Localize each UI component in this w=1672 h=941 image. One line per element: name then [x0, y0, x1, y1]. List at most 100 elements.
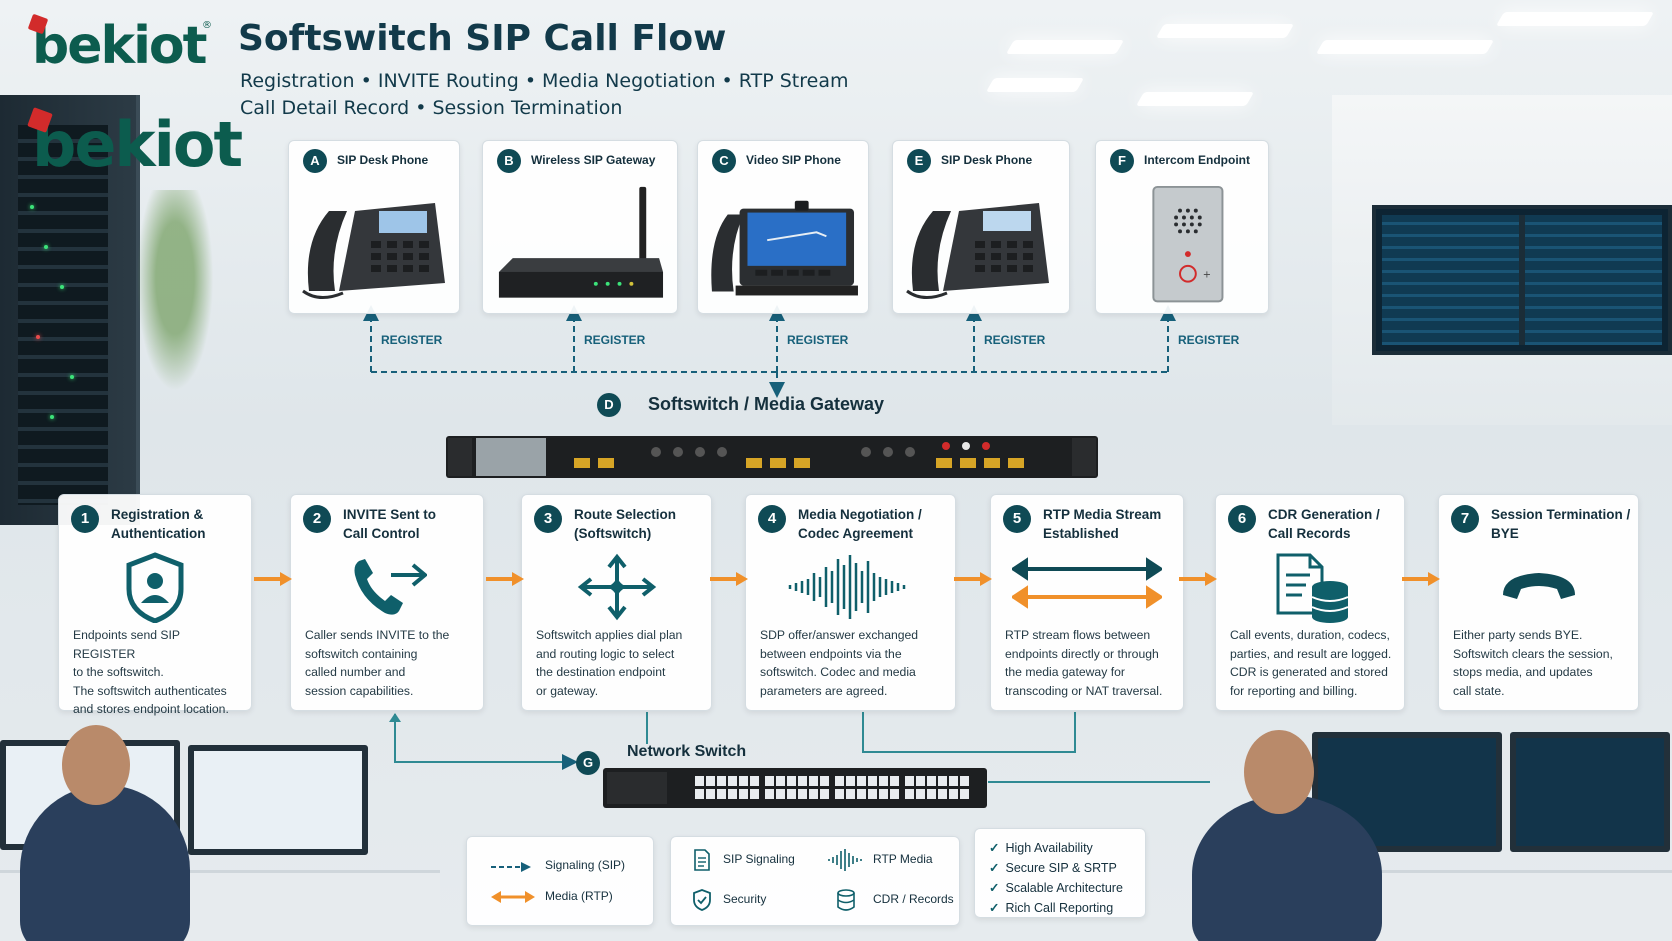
switch-port — [835, 776, 844, 786]
document-database-icon — [1276, 553, 1349, 623]
step-description: Call events, duration, codecs, parties, … — [1230, 628, 1392, 698]
switch-label: Network Switch — [627, 743, 747, 760]
switch-port — [717, 789, 726, 799]
feature-item: ✓High Availability — [989, 841, 1093, 855]
switch-port — [927, 789, 936, 799]
step-card-registration[interactable]: 1 Registration & Authentication Endpoint… — [58, 494, 252, 716]
device-card-intercom-endpoint[interactable]: F Intercom Endpoint + — [1095, 140, 1269, 314]
switch-port — [706, 776, 715, 786]
device-badge: E — [907, 149, 931, 173]
step-card-media-negotiation[interactable]: 4 Media Negotiation / Codec Agreement SD… — [745, 494, 956, 711]
switch-port — [739, 776, 748, 786]
switch-port — [916, 789, 925, 799]
video-wall — [1372, 205, 1672, 355]
switch-port — [960, 789, 969, 799]
waveform-icon — [828, 849, 862, 871]
switch-port — [776, 789, 785, 799]
flow-arrow-icon — [710, 572, 748, 586]
device-badge: B — [497, 149, 521, 173]
switch-port — [750, 789, 759, 799]
step-number-badge: 4 — [758, 505, 786, 533]
media-gateway-icon[interactable] — [446, 432, 1098, 482]
step-number-badge: 6 — [1228, 505, 1256, 533]
signaling-dashed-icon — [491, 862, 531, 872]
step-number-badge: 5 — [1003, 505, 1031, 533]
network-switch-icon[interactable] — [603, 766, 987, 810]
database-icon — [837, 889, 855, 911]
brand-logo: bekiot ® — [27, 13, 212, 80]
switch-port — [739, 789, 748, 799]
switch-port — [857, 776, 866, 786]
device-card-video-sip-phone[interactable]: C Video SIP Phone — [697, 140, 869, 314]
switch-port — [949, 776, 958, 786]
flow-arrow-icon — [486, 572, 524, 586]
feature-item: ✓Rich Call Reporting — [989, 901, 1114, 915]
legend-signaling: Signaling (SIP) — [545, 858, 626, 872]
switch-port — [765, 776, 774, 786]
switch-port — [927, 776, 936, 786]
check-icon: ✓ — [989, 881, 1000, 895]
switch-port — [798, 776, 807, 786]
step-description: SDP offer/answer exchanged between endpo… — [760, 628, 919, 698]
ceiling-light — [985, 78, 1085, 92]
feature-list: ✓High Availability ✓Secure SIP & SRTP ✓S… — [974, 828, 1146, 918]
step-title: CDR Generation / Call Records — [1268, 507, 1380, 541]
device-badge: A — [303, 149, 327, 173]
page-subtitle: Registration • INVITE Routing • Media Ne… — [240, 70, 849, 119]
switch-badge: G — [576, 751, 600, 775]
switch-port — [776, 776, 785, 786]
server-rack — [0, 95, 140, 525]
device-badge: F — [1110, 149, 1134, 173]
register-label: REGISTER — [984, 333, 1046, 347]
step-card-session-termination[interactable]: 7 Session Termination / BYE Either party… — [1438, 494, 1639, 711]
step-title: Media Negotiation / Codec Agreement — [798, 507, 922, 541]
switch-port — [765, 789, 774, 799]
legend-media: Media (RTP) — [545, 889, 613, 903]
flow-arrow-icon — [254, 572, 292, 586]
switch-port — [798, 789, 807, 799]
switch-port — [868, 789, 877, 799]
legend-rtp-media: RTP Media — [873, 852, 933, 866]
media-arrow-icon — [491, 891, 535, 903]
register-label: REGISTER — [1178, 333, 1240, 347]
switch-port — [820, 789, 829, 799]
route-arrows-icon — [577, 553, 656, 621]
svg-text:+: + — [1203, 270, 1211, 281]
shield-user-icon — [126, 552, 184, 623]
check-icon: ✓ — [989, 861, 1000, 875]
feature-item: ✓Scalable Architecture — [989, 881, 1123, 895]
device-card-sip-desk-phone-a[interactable]: A SIP Desk Phone — [288, 140, 460, 314]
video-phone-icon — [711, 200, 858, 296]
legend-cdr-records: CDR / Records — [873, 892, 954, 906]
step-description: Either party sends BYE. Softswitch clear… — [1453, 628, 1613, 698]
legend-icons: SIP Signaling RTP Media Security CDR / R… — [670, 836, 960, 926]
switch-port — [949, 789, 958, 799]
step-number-badge: 1 — [71, 505, 99, 533]
switch-port — [857, 789, 866, 799]
step-card-rtp-stream[interactable]: 5 RTP Media Stream Established RTP strea… — [990, 494, 1184, 711]
device-card-wireless-sip-gateway[interactable]: B Wireless SIP Gateway — [482, 140, 678, 314]
shield-icon — [693, 889, 711, 911]
device-card-sip-desk-phone-e[interactable]: E SIP Desk Phone — [892, 140, 1070, 314]
step-number-badge: 2 — [303, 505, 331, 533]
step-title: Registration & Authentication — [111, 507, 206, 541]
switch-port — [787, 776, 796, 786]
desk-phone-icon — [302, 203, 445, 299]
switch-port — [905, 776, 914, 786]
operator-desk-right — [1192, 690, 1672, 941]
page-title: Softswitch SIP Call Flow — [238, 18, 727, 59]
check-icon: ✓ — [989, 841, 1000, 855]
legend-sip-signaling: SIP Signaling — [723, 852, 795, 866]
switch-port — [846, 789, 855, 799]
step-description: Softswitch applies dial plan and routing… — [536, 628, 683, 698]
step-card-route-selection[interactable]: 3 Route Selection (Softswitch) Softswitc… — [521, 494, 712, 711]
step-card-cdr-generation[interactable]: 6 CDR Generation / Call Records Call eve… — [1215, 494, 1405, 711]
register-label: REGISTER — [787, 333, 849, 347]
device-badge: C — [712, 149, 736, 173]
switch-port — [960, 776, 969, 786]
switch-port — [717, 776, 726, 786]
step-card-invite[interactable]: 2 INVITE Sent to Call Control Caller sen… — [290, 494, 484, 711]
switch-port — [868, 776, 877, 786]
switch-port — [938, 789, 947, 799]
switch-port — [879, 789, 888, 799]
